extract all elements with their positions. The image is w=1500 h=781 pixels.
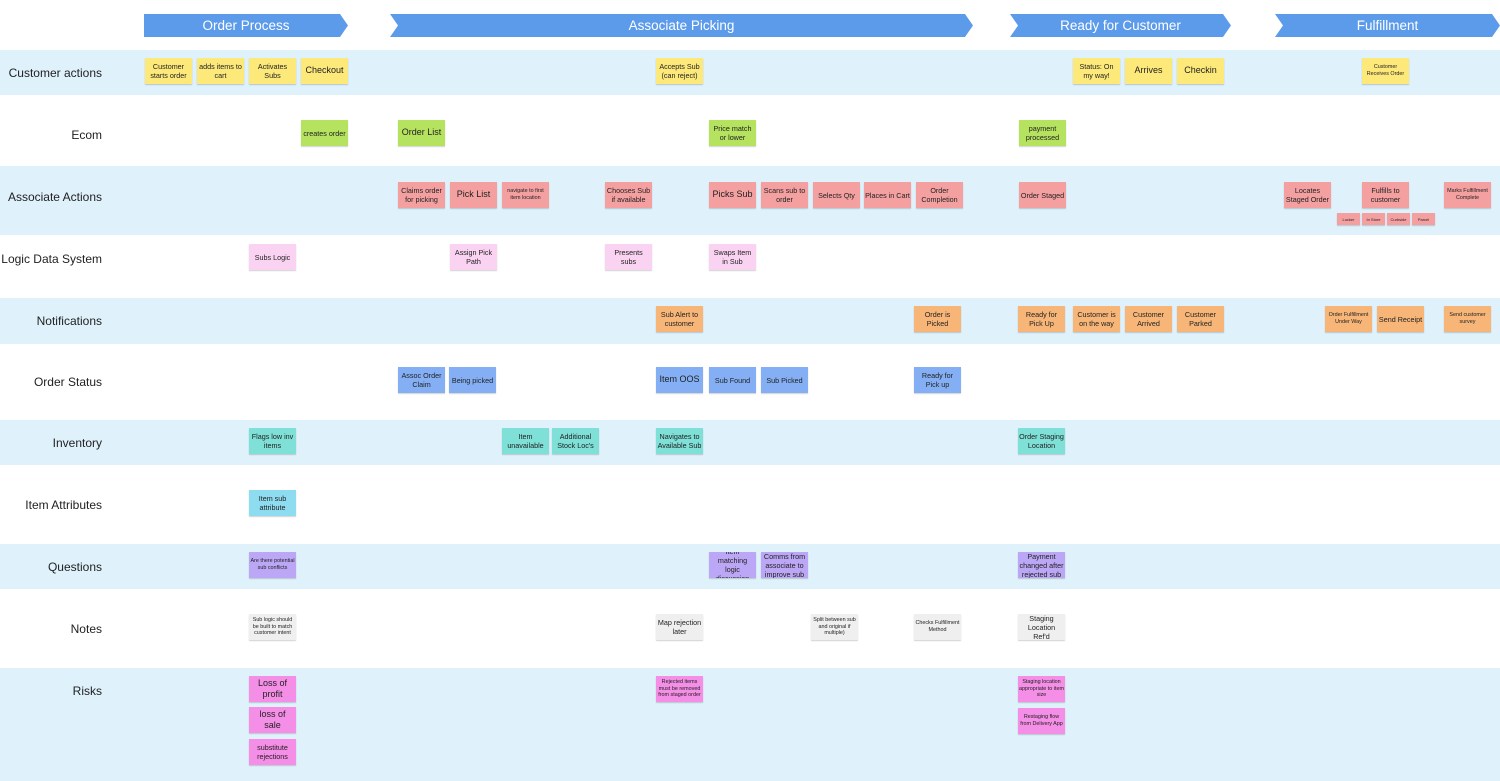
row-label-questions: Questions bbox=[47, 560, 102, 574]
sticky-note[interactable]: Customer starts order bbox=[145, 58, 192, 84]
row-label-logic-data-system: Logic Data System bbox=[1, 252, 102, 266]
sticky-note[interactable]: creates order bbox=[301, 120, 348, 146]
sticky-note[interactable]: Customer is on the way bbox=[1073, 306, 1120, 332]
sticky-note[interactable]: Navigates to Available Sub bbox=[656, 428, 703, 454]
phase-ready-for-customer: Ready for Customer bbox=[1010, 14, 1231, 37]
band-notifications bbox=[0, 298, 1500, 344]
sticky-note[interactable]: Customer Receives Order bbox=[1362, 58, 1409, 84]
sticky-note[interactable]: Ready for Pick Up bbox=[1018, 306, 1065, 332]
sticky-note[interactable]: Item OOS bbox=[656, 367, 703, 393]
sticky-note[interactable]: Staging Location Ref'd bbox=[1018, 614, 1065, 640]
sticky-note[interactable]: Picks Sub bbox=[709, 182, 756, 208]
sticky-note[interactable]: Payment changed after rejected sub bbox=[1018, 552, 1065, 578]
sticky-note[interactable]: Staging location appropriate to item siz… bbox=[1018, 676, 1065, 702]
sticky-note-small[interactable]: Parcel bbox=[1412, 213, 1435, 225]
sticky-note[interactable]: Additional Stock Loc's bbox=[552, 428, 599, 454]
sticky-note[interactable]: Order Staging Location bbox=[1018, 428, 1065, 454]
sticky-note[interactable]: adds items to cart bbox=[197, 58, 244, 84]
sticky-note[interactable]: Map rejection later bbox=[656, 614, 703, 640]
sticky-note[interactable]: Rejected items must be removed from stag… bbox=[656, 676, 703, 702]
sticky-note-small[interactable]: In Store bbox=[1362, 213, 1385, 225]
sticky-note[interactable]: Loss of profit bbox=[249, 676, 296, 702]
sticky-note[interactable]: payment processed bbox=[1019, 120, 1066, 146]
sticky-note[interactable]: Ready for Pick up bbox=[914, 367, 961, 393]
sticky-note[interactable]: Restaging flow from Delivery App bbox=[1018, 708, 1065, 734]
sticky-note[interactable]: Checkout bbox=[301, 58, 348, 84]
phase-associate-picking: Associate Picking bbox=[390, 14, 973, 37]
sticky-note[interactable]: navigate to first item location bbox=[502, 182, 549, 208]
sticky-note[interactable]: Sub logic should be built to match custo… bbox=[249, 614, 296, 640]
sticky-note[interactable]: Sub Picked bbox=[761, 367, 808, 393]
row-label-inventory: Inventory bbox=[52, 436, 102, 450]
sticky-note[interactable]: Order Staged bbox=[1019, 182, 1066, 208]
row-label-order-status: Order Status bbox=[33, 375, 102, 389]
sticky-note[interactable]: Split between sub and original if multip… bbox=[811, 614, 858, 640]
band-risks bbox=[0, 668, 1500, 781]
sticky-note[interactable]: Claims order for picking bbox=[398, 182, 445, 208]
sticky-note[interactable]: Checkin bbox=[1177, 58, 1224, 84]
phase-order-process: Order Process bbox=[144, 14, 348, 37]
sticky-note[interactable]: Assoc Order Claim bbox=[398, 367, 445, 393]
sticky-note[interactable]: Sub Found bbox=[709, 367, 756, 393]
sticky-note[interactable]: Fulfills to customer bbox=[1362, 182, 1409, 208]
sticky-note[interactable]: Pick List bbox=[450, 182, 497, 208]
sticky-note[interactable]: Presents subs bbox=[605, 244, 652, 270]
sticky-note[interactable]: Flags low inv items bbox=[249, 428, 296, 454]
sticky-note[interactable]: Scans sub to order bbox=[761, 182, 808, 208]
sticky-note[interactable]: Customer Arrived bbox=[1125, 306, 1172, 332]
row-label-risks: Risks bbox=[72, 684, 102, 698]
sticky-note[interactable]: Accepts Sub (can reject) bbox=[656, 58, 703, 84]
band-notes bbox=[0, 589, 1500, 668]
sticky-note[interactable]: Order Completion bbox=[916, 182, 963, 208]
phase-fulfillment: Fulfillment bbox=[1275, 14, 1500, 37]
sticky-note[interactable]: Being picked bbox=[449, 367, 496, 393]
sticky-note[interactable]: Sub Alert to customer bbox=[656, 306, 703, 332]
sticky-note[interactable]: Customer Parked bbox=[1177, 306, 1224, 332]
sticky-note[interactable]: Item matching logic discussion bbox=[709, 552, 756, 578]
row-label-associate-actions: Associate Actions bbox=[7, 190, 102, 204]
sticky-note[interactable]: Chooses Sub if available bbox=[605, 182, 652, 208]
sticky-note[interactable]: Swaps Item in Sub bbox=[709, 244, 756, 270]
sticky-note[interactable]: Places in Cart bbox=[864, 182, 911, 208]
sticky-note[interactable]: Send Receipt bbox=[1377, 306, 1424, 332]
sticky-note[interactable]: Send customer survey bbox=[1444, 306, 1491, 332]
sticky-note[interactable]: Comms from associate to improve sub bbox=[761, 552, 808, 578]
sticky-note[interactable]: Are there potential sub conflicts bbox=[249, 552, 296, 578]
sticky-note[interactable]: Checks Fulfillment Method bbox=[914, 614, 961, 640]
sticky-note[interactable]: Item sub attribute bbox=[249, 490, 296, 516]
sticky-note-small[interactable]: Locker bbox=[1337, 213, 1360, 225]
row-label-customer-actions: Customer actions bbox=[8, 66, 102, 80]
row-label-notes: Notes bbox=[70, 622, 102, 636]
sticky-note[interactable]: loss of sale bbox=[249, 707, 296, 733]
band-inventory bbox=[0, 420, 1500, 465]
sticky-note[interactable]: Marks Fulfillment Complete bbox=[1444, 182, 1491, 208]
sticky-note[interactable]: Arrives bbox=[1125, 58, 1172, 84]
sticky-note[interactable]: Price match or lower bbox=[709, 120, 756, 146]
sticky-note[interactable]: Activates Subs bbox=[249, 58, 296, 84]
sticky-note[interactable]: Status: On my way! bbox=[1073, 58, 1120, 84]
sticky-note[interactable]: Order is Picked bbox=[914, 306, 961, 332]
row-label-ecom: Ecom bbox=[71, 128, 102, 142]
row-label-notifications: Notifications bbox=[36, 314, 102, 328]
row-label-item-attributes: Item Attributes bbox=[25, 498, 102, 512]
band-item-attributes bbox=[0, 465, 1500, 544]
sticky-note[interactable]: Order List bbox=[398, 120, 445, 146]
sticky-note[interactable]: Selects Qty bbox=[813, 182, 860, 208]
sticky-note[interactable]: substitute rejections bbox=[249, 739, 296, 765]
sticky-note-small[interactable]: Curbside bbox=[1387, 213, 1410, 225]
sticky-note[interactable]: Locates Staged Order bbox=[1284, 182, 1331, 208]
sticky-note[interactable]: Order Fulfillment Under Way bbox=[1325, 306, 1372, 332]
sticky-note[interactable]: Subs Logic bbox=[249, 244, 296, 270]
sticky-note[interactable]: Item unavailable bbox=[502, 428, 549, 454]
sticky-note[interactable]: Assign Pick Path bbox=[450, 244, 497, 270]
